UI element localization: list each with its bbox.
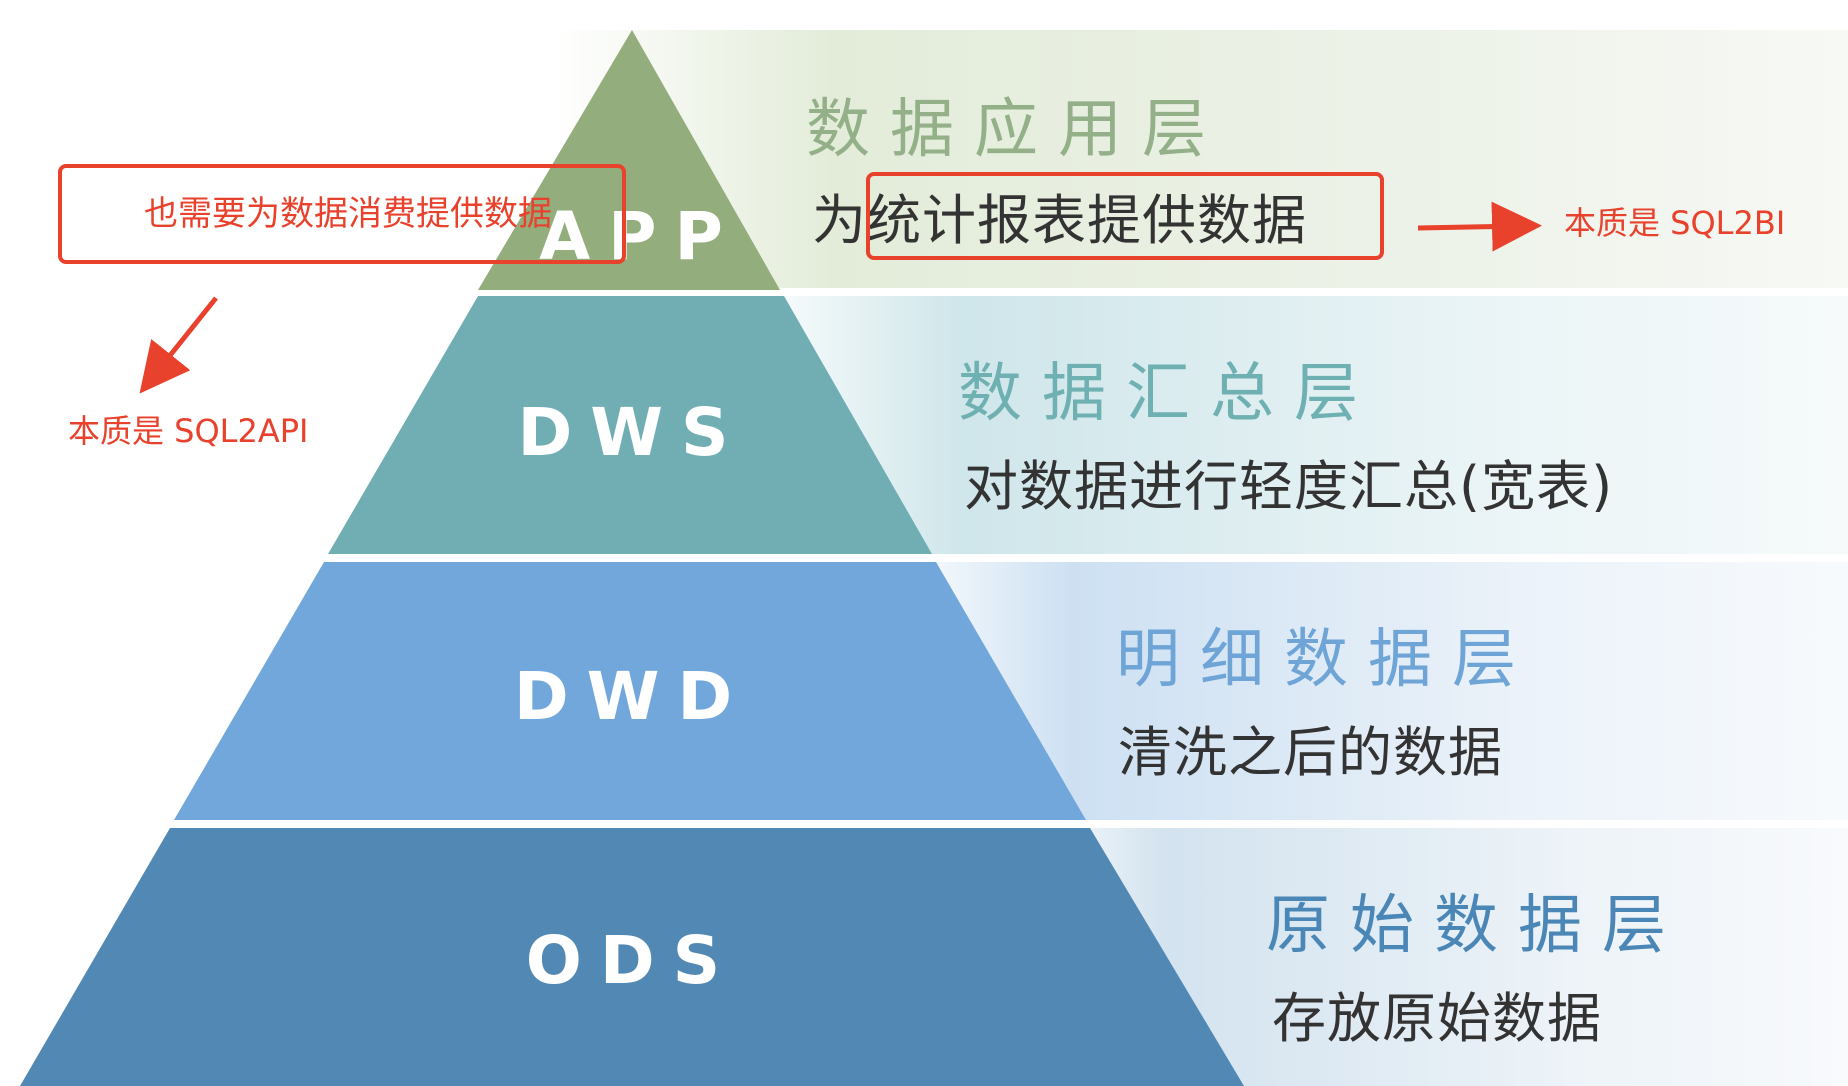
app-tier-description: 为统计报表提供数据 [812,189,1307,252]
left-box-text: 也需要为数据消费提供数据 [144,194,552,234]
dws-tier-code: DWS [517,394,747,471]
ods-tier-shape [20,828,1244,1086]
app-tier-name: 数据应用层 [806,93,1226,167]
ods-tier-description: 存放原始数据 [1272,987,1602,1050]
ods-tier-name: 原始数据层 [1266,889,1686,963]
left-note: 本质是 SQL2API [68,412,309,450]
right-note: 本质是 SQL2BI [1564,204,1786,242]
dws-tier-shape [328,296,932,554]
dws-tier-description: 对数据进行轻度汇总(宽表) [964,455,1614,518]
dwd-tier-description: 清洗之后的数据 [1118,721,1503,784]
dwd-tier-code: DWD [513,658,751,735]
dws-band-background [0,296,1848,554]
dws-tier-name: 数据汇总层 [958,357,1378,431]
dwd-tier-name: 明细数据层 [1116,623,1536,697]
left-highlight-box [58,164,626,264]
ods-tier-code: ODS [525,922,739,999]
dwd-tier-shape [174,562,1086,820]
app-description-highlight-box [866,172,1384,260]
app-tier-shape [478,30,780,290]
